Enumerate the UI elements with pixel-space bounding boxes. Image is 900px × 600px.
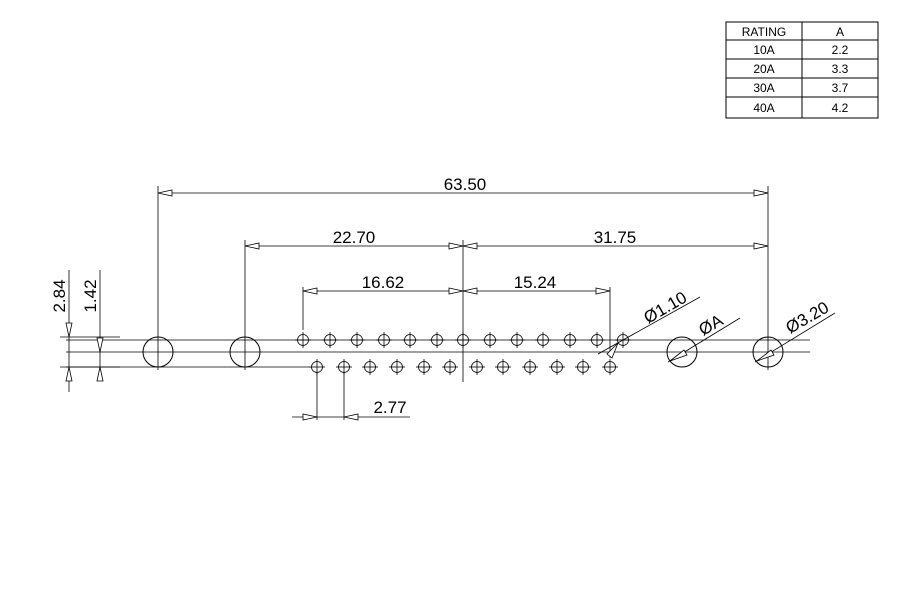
dimension-left-group: 16.62	[302, 273, 464, 295]
dimension-pitch: 2.77	[292, 398, 410, 421]
table-cell: 40A	[753, 101, 774, 115]
variable-hole-label: ØA	[696, 310, 727, 339]
table-cell: 3.7	[832, 81, 849, 95]
table-cell: 2.2	[832, 43, 849, 57]
pin-row-bottom	[308, 358, 619, 376]
dimension-right-group: 15.24	[462, 273, 611, 295]
dimension-pitch-label: 2.77	[373, 398, 406, 417]
dimension-overall: 63.50	[157, 175, 769, 197]
table-cell: 20A	[753, 62, 774, 76]
pin	[534, 331, 552, 349]
dimension-overall-label: 63.50	[444, 175, 487, 194]
dimension-row-offset-label: 2.84	[50, 279, 69, 312]
pin	[601, 358, 619, 376]
table-header-a: A	[836, 25, 844, 39]
pin	[415, 358, 433, 376]
dimension-left-group-label: 16.62	[362, 273, 405, 292]
pin	[588, 331, 606, 349]
variable-hole	[666, 336, 698, 368]
centerlines	[66, 339, 810, 368]
dimension-right-span: 31.75	[462, 228, 769, 250]
pin	[361, 358, 379, 376]
dimension-half-offset-label: 1.42	[81, 279, 100, 312]
pin	[401, 331, 419, 349]
dimension-left-span-label: 22.70	[333, 228, 376, 247]
pin	[561, 331, 579, 349]
pin	[521, 358, 539, 376]
table-header-rating: RATING	[742, 25, 786, 39]
extension-lines	[157, 186, 769, 420]
dimension-half-offset: 1.42	[81, 270, 104, 382]
table-cell: 10A	[753, 43, 774, 57]
pin-diameter-label: Ø1.10	[641, 288, 691, 328]
pin	[481, 331, 499, 349]
pin	[574, 358, 592, 376]
pin	[441, 358, 459, 376]
leader-variable-hole: ØA	[667, 310, 741, 363]
dimension-row-offset: 2.84	[50, 270, 120, 392]
pin	[428, 331, 446, 349]
pin	[548, 358, 566, 376]
pin	[294, 331, 312, 349]
pin	[375, 331, 393, 349]
table-cell: 4.2	[832, 101, 849, 115]
pin	[321, 331, 339, 349]
dimension-right-group-label: 15.24	[514, 273, 557, 292]
table-cell: 30A	[753, 81, 774, 95]
dimension-left-span: 22.70	[244, 228, 464, 250]
pin	[508, 331, 526, 349]
rating-table: RATING A 10A 2.2 20A 3.3 30A 3.7 40A 4.2	[725, 21, 879, 119]
pin	[348, 331, 366, 349]
pin	[388, 358, 406, 376]
table-cell: 3.3	[832, 62, 849, 76]
dimension-right-span-label: 31.75	[594, 228, 637, 247]
mount-hole-label: Ø3.20	[783, 298, 833, 338]
pin	[494, 358, 512, 376]
leader-pin-diameter: Ø1.10	[597, 288, 701, 359]
pin	[468, 358, 486, 376]
